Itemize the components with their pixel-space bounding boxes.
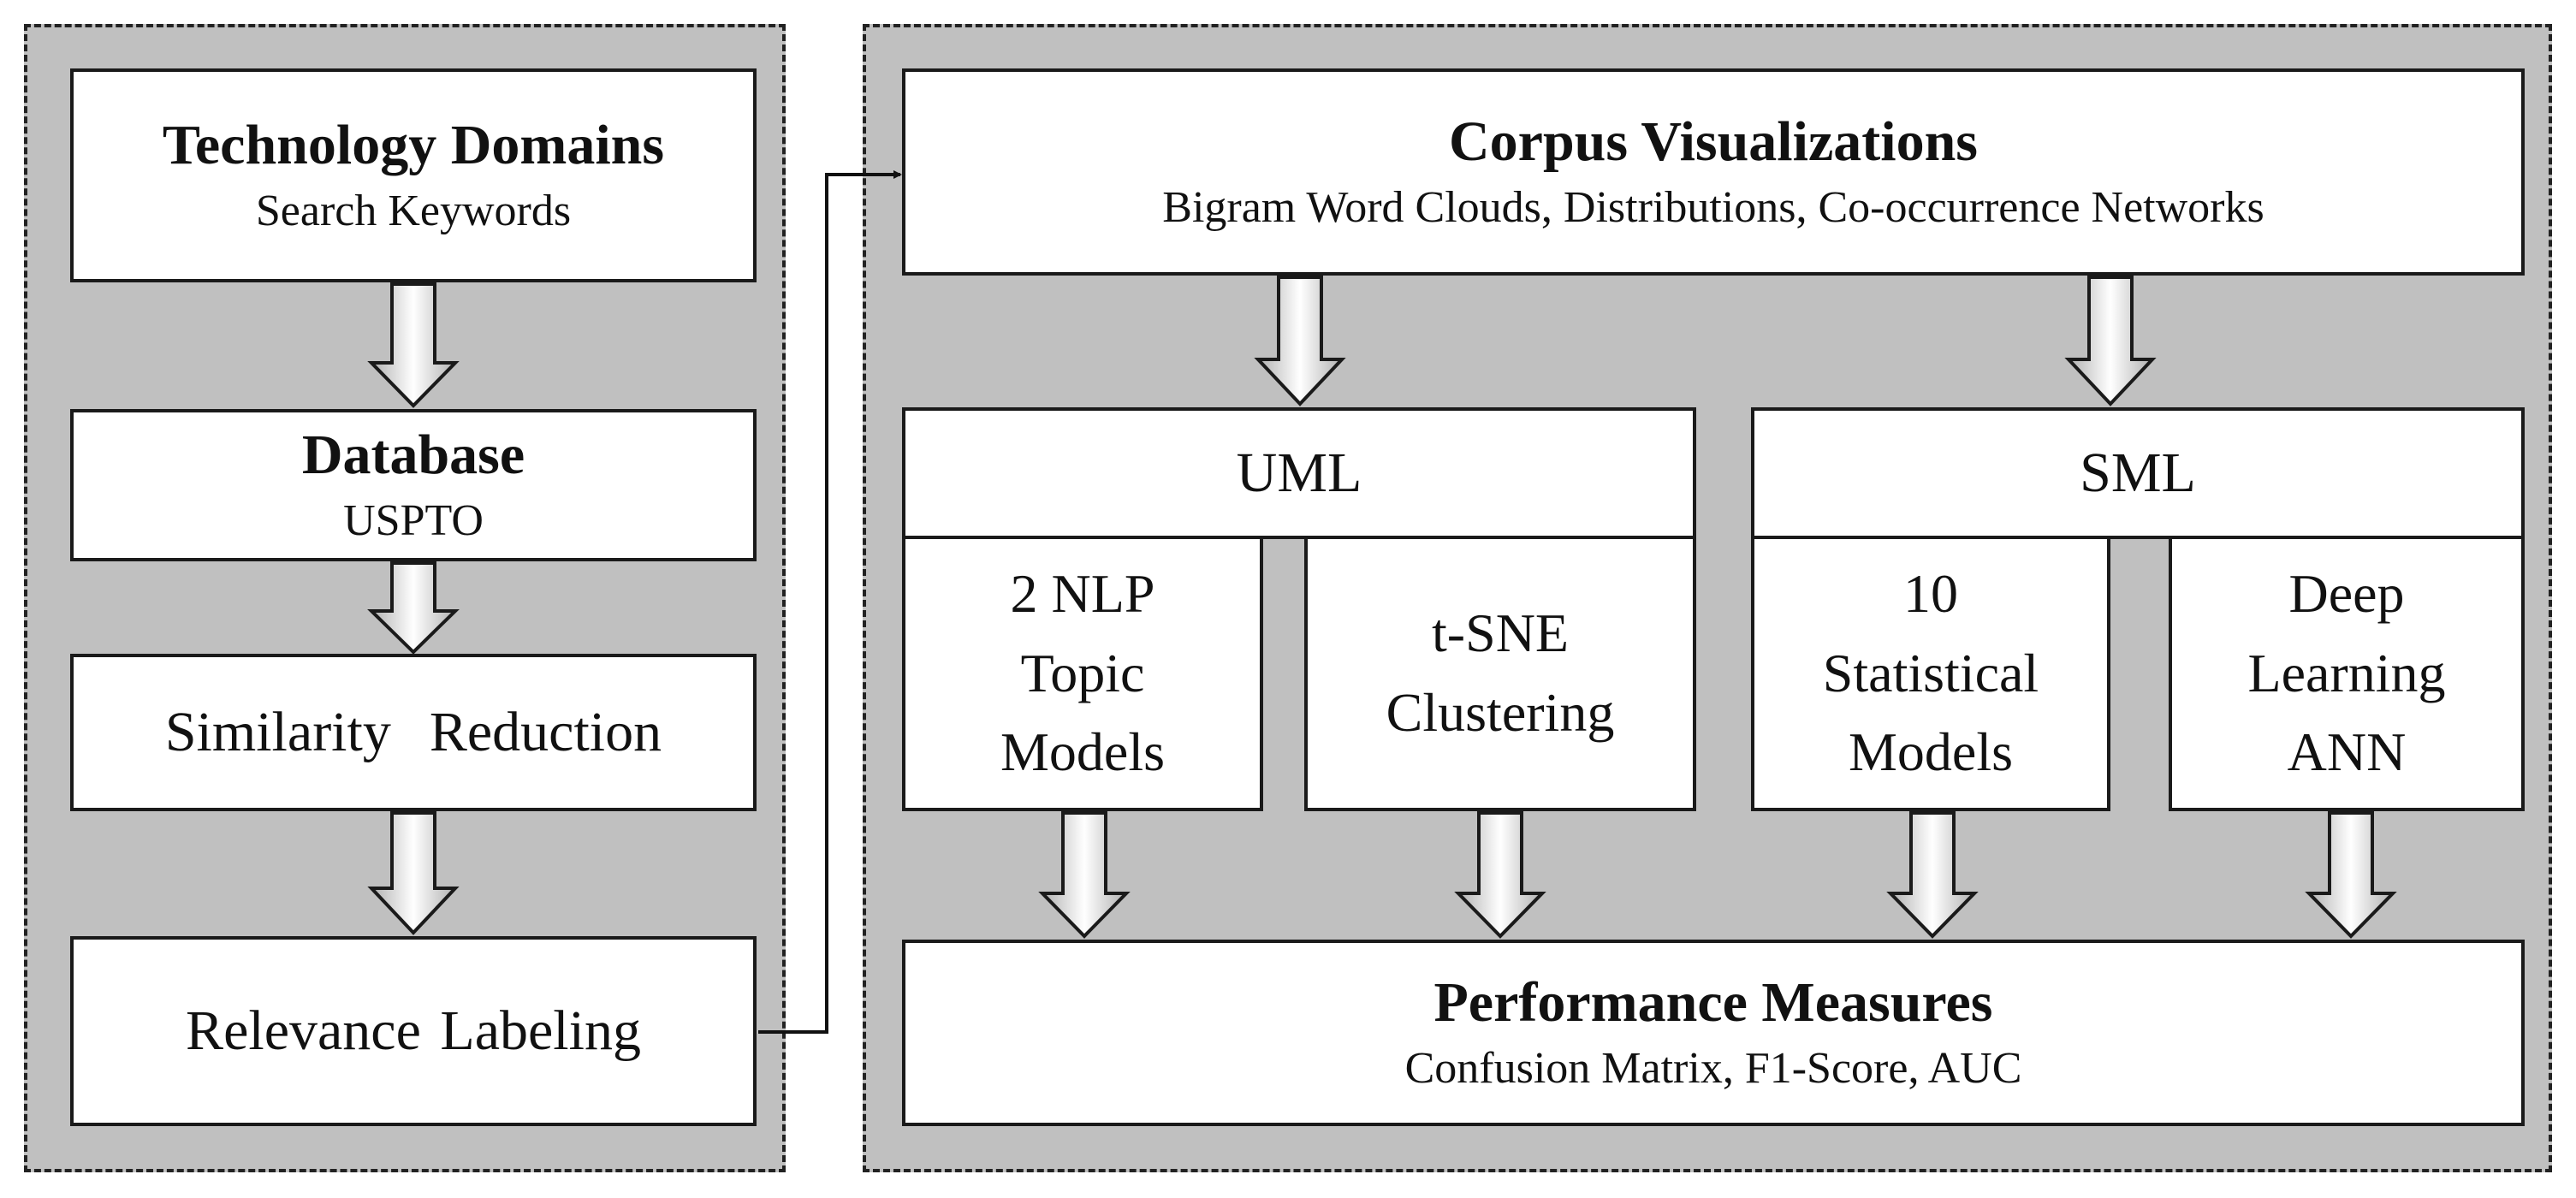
arrow-down-domains-to-database: [367, 282, 460, 408]
nlp-topic-models-box: 2 NLP Topic Models: [902, 536, 1263, 811]
arrow-down-tsne-to-performance: [1454, 811, 1546, 939]
arrow-down-statistical-to-performance: [1886, 811, 1979, 939]
similarity-reduction-label: Similarity Reduction: [164, 700, 662, 763]
performance-measures-subtitle: Confusion Matrix, F1-Score, AUC: [1404, 1043, 2022, 1093]
performance-measures-title: Performance Measures: [1433, 970, 1993, 1034]
database-box: Database USPTO: [70, 409, 757, 561]
similarity-reduction-box: Similarity Reduction: [70, 654, 757, 811]
technology-domains-subtitle: Search Keywords: [255, 186, 572, 235]
connector-relevance-to-corpus: [758, 170, 902, 1034]
nlp-topic-models-line-3: Models: [1000, 721, 1165, 783]
database-title: Database: [301, 423, 525, 486]
sml-label: SML: [2080, 441, 2196, 504]
nlp-topic-models-line-2: Topic: [1020, 642, 1145, 703]
corpus-visualizations-title: Corpus Visualizations: [1449, 110, 1978, 173]
relevance-labeling-label: Relevance Labeling: [186, 999, 641, 1062]
arrow-down-corpus-to-uml: [1254, 276, 1346, 406]
arrow-down-nlp-to-performance: [1038, 811, 1131, 939]
nlp-topic-models-line-1: 2 NLP: [1010, 562, 1155, 624]
arrow-down-database-to-similarity: [367, 561, 460, 655]
arrow-down-similarity-to-relevance: [367, 811, 460, 935]
statistical-models-line-3: Models: [1849, 721, 2013, 783]
tsne-clustering-line-2: Clustering: [1386, 682, 1615, 743]
deep-learning-ann-line-3: ANN: [2287, 721, 2407, 783]
technology-domains-box: Technology Domains Search Keywords: [70, 68, 757, 282]
tsne-clustering-line-1: t-SNE: [1432, 602, 1569, 664]
technology-domains-title: Technology Domains: [162, 113, 665, 176]
sml-header-box: SML: [1751, 407, 2525, 539]
performance-measures-box: Performance Measures Confusion Matrix, F…: [902, 940, 2525, 1126]
uml-header-box: UML: [902, 407, 1696, 539]
statistical-models-box: 10 Statistical Models: [1751, 536, 2110, 811]
arrow-down-deeplearning-to-performance: [2305, 811, 2397, 939]
deep-learning-ann-line-1: Deep: [2288, 562, 2405, 624]
relevance-labeling-box: Relevance Labeling: [70, 936, 757, 1126]
tsne-clustering-box: t-SNE Clustering: [1304, 536, 1696, 811]
uml-label: UML: [1236, 441, 1362, 504]
corpus-visualizations-subtitle: Bigram Word Clouds, Distributions, Co-oc…: [1162, 182, 2264, 232]
statistical-models-line-2: Statistical: [1822, 642, 2039, 703]
deep-learning-ann-box: Deep Learning ANN: [2169, 536, 2525, 811]
corpus-visualizations-box: Corpus Visualizations Bigram Word Clouds…: [902, 68, 2525, 276]
arrow-down-corpus-to-sml: [2064, 276, 2157, 406]
statistical-models-line-1: 10: [1903, 562, 1958, 624]
deep-learning-ann-line-2: Learning: [2247, 642, 2446, 703]
database-subtitle: USPTO: [343, 495, 484, 545]
